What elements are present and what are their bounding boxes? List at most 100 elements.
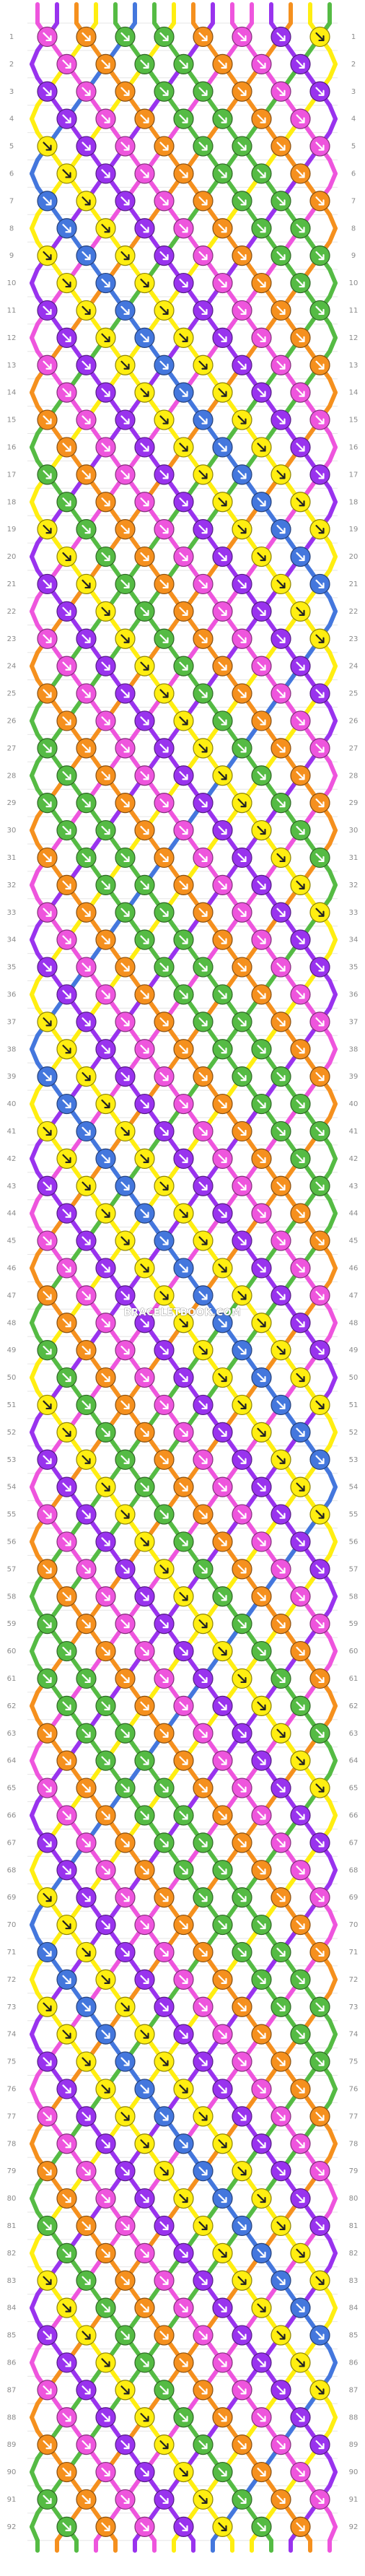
knot[interactable] (134, 327, 155, 348)
knot[interactable] (193, 1887, 214, 1908)
knot[interactable] (95, 874, 116, 895)
knot[interactable] (76, 1175, 97, 1196)
knot[interactable] (251, 1805, 272, 1826)
knot[interactable] (134, 2461, 155, 2483)
knot[interactable] (212, 1805, 233, 1826)
knot[interactable] (232, 1832, 252, 1853)
knot[interactable] (212, 601, 233, 622)
knot[interactable] (193, 628, 214, 649)
knot[interactable] (95, 382, 116, 403)
knot[interactable] (290, 1039, 311, 1060)
knot[interactable] (309, 26, 330, 48)
knot[interactable] (56, 2407, 77, 2428)
knot[interactable] (173, 2133, 194, 2154)
knot[interactable] (37, 1559, 58, 1580)
knot[interactable] (173, 1258, 194, 1279)
knot[interactable] (76, 1504, 97, 1525)
knot[interactable] (76, 2051, 97, 2072)
knot[interactable] (56, 437, 77, 458)
knot[interactable] (95, 1258, 116, 1279)
knot[interactable] (309, 245, 330, 266)
knot[interactable] (95, 2516, 116, 2537)
knot[interactable] (56, 601, 77, 622)
knot[interactable] (173, 1969, 194, 1990)
knot[interactable] (212, 53, 233, 74)
knot[interactable] (212, 492, 233, 513)
knot[interactable] (37, 26, 58, 48)
knot[interactable] (251, 437, 272, 458)
knot[interactable] (271, 191, 291, 212)
knot[interactable] (290, 2352, 311, 2373)
knot[interactable] (76, 793, 97, 814)
knot[interactable] (212, 272, 233, 294)
knot[interactable] (290, 1313, 311, 1333)
knot[interactable] (173, 546, 194, 567)
knot[interactable] (173, 819, 194, 841)
knot[interactable] (251, 1203, 272, 1224)
knot[interactable] (309, 1777, 330, 1798)
knot[interactable] (193, 2489, 214, 2510)
knot[interactable] (290, 163, 311, 184)
knot[interactable] (37, 464, 58, 485)
knot[interactable] (271, 1559, 291, 1580)
knot[interactable] (290, 1586, 311, 1607)
knot[interactable] (309, 2051, 330, 2072)
knot[interactable] (212, 218, 233, 239)
knot[interactable] (134, 2188, 155, 2209)
knot[interactable] (271, 1777, 291, 1798)
knot[interactable] (212, 2024, 233, 2045)
knot[interactable] (95, 1750, 116, 1771)
knot[interactable] (37, 2106, 58, 2127)
knot[interactable] (154, 300, 175, 321)
knot[interactable] (76, 191, 97, 212)
knot[interactable] (95, 656, 116, 676)
knot[interactable] (76, 1614, 97, 1635)
knot[interactable] (271, 519, 291, 540)
knot[interactable] (290, 437, 311, 458)
knot[interactable] (37, 793, 58, 814)
knot[interactable] (290, 710, 311, 731)
knot[interactable] (76, 738, 97, 759)
knot[interactable] (154, 2051, 175, 2072)
knot[interactable] (115, 1614, 136, 1635)
knot[interactable] (271, 1996, 291, 2017)
knot[interactable] (37, 573, 58, 595)
knot[interactable] (271, 300, 291, 321)
knot[interactable] (309, 1011, 330, 1032)
knot[interactable] (290, 218, 311, 239)
knot[interactable] (232, 26, 252, 48)
knot[interactable] (76, 81, 97, 102)
knot[interactable] (134, 1093, 155, 1115)
knot[interactable] (56, 1203, 77, 1224)
knot[interactable] (76, 1668, 97, 1689)
knot[interactable] (271, 683, 291, 704)
knot[interactable] (37, 1668, 58, 1689)
knot[interactable] (76, 2106, 97, 2127)
knot[interactable] (173, 2024, 194, 2045)
knot[interactable] (37, 738, 58, 759)
knot[interactable] (76, 1996, 97, 2017)
knot[interactable] (76, 1777, 97, 1798)
knot[interactable] (76, 1559, 97, 1580)
knot[interactable] (154, 245, 175, 266)
knot[interactable] (134, 1640, 155, 1662)
knot[interactable] (251, 929, 272, 950)
knot[interactable] (309, 464, 330, 485)
knot[interactable] (193, 683, 214, 704)
knot[interactable] (173, 984, 194, 1005)
knot[interactable] (290, 1148, 311, 1169)
knot[interactable] (193, 1066, 214, 1087)
knot[interactable] (290, 1258, 311, 1279)
knot[interactable] (251, 1695, 272, 1716)
knot[interactable] (76, 1394, 97, 1416)
knot[interactable] (290, 2242, 311, 2263)
knot[interactable] (115, 1723, 136, 1744)
knot[interactable] (271, 1668, 291, 1689)
knot[interactable] (271, 1175, 291, 1196)
knot[interactable] (173, 1860, 194, 1881)
knot[interactable] (193, 2434, 214, 2455)
knot[interactable] (173, 710, 194, 731)
knot[interactable] (95, 1969, 116, 1990)
knot[interactable] (37, 300, 58, 321)
knot[interactable] (271, 573, 291, 595)
